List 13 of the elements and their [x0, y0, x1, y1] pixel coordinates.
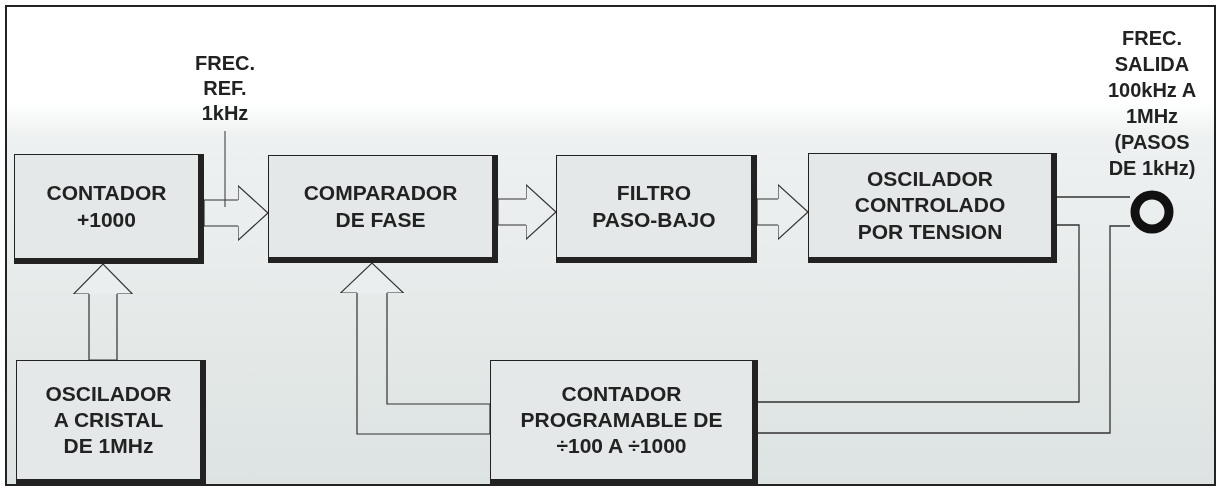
output-terminal-circle — [1130, 190, 1174, 234]
block-box: OSCILADOR A CRISTAL DE 1MHz — [16, 360, 206, 485]
block-box: CONTADOR PROGRAMABLE DE ÷100 A ÷1000 — [490, 360, 758, 485]
signal-line — [1056, 196, 1131, 198]
signal-line — [757, 225, 1131, 434]
block-box: CONTADOR +1000 — [14, 154, 204, 264]
reference-frequency-label: FREC. REF. 1kHz — [185, 45, 265, 131]
block-box: FILTRO PASO-BAJO — [556, 155, 757, 263]
block-box: COMPARADOR DE FASE — [268, 155, 498, 263]
block-box: OSCILADOR CONTROLADO POR TENSION — [808, 153, 1057, 263]
signal-line — [757, 224, 1080, 403]
leader-line — [224, 130, 226, 208]
output-frequency-label: FREC. SALIDA 100kHz A 1MHz (PASOS DE 1kHz) — [1106, 26, 1198, 181]
